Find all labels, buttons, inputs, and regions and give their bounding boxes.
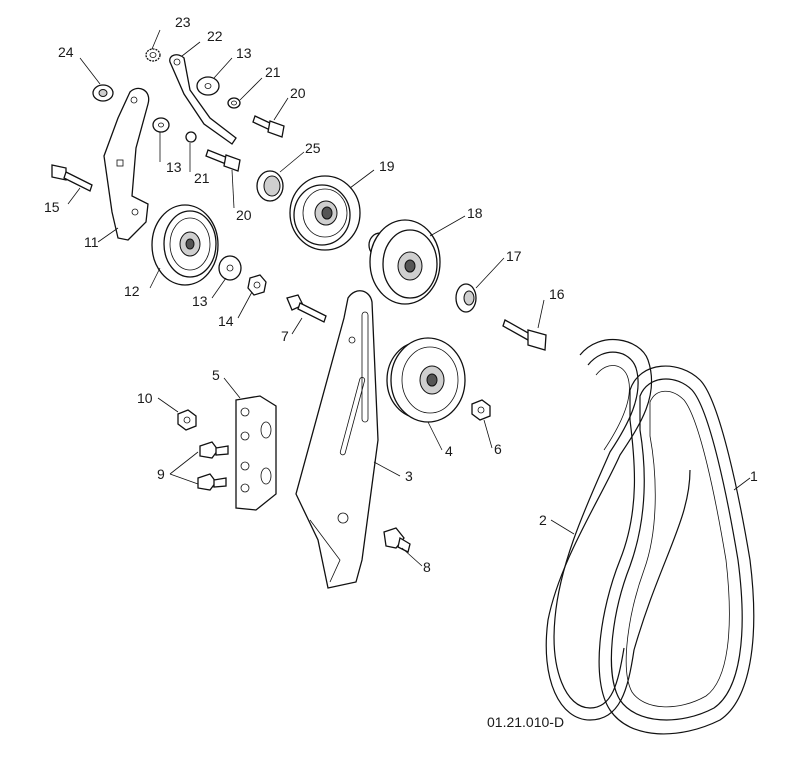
callout-20: 20 <box>290 85 306 101</box>
callout-21: 21 <box>265 64 281 80</box>
part-18-pulley <box>368 219 441 305</box>
callout-13: 13 <box>236 45 252 61</box>
part-16-bolt <box>502 319 547 351</box>
callout-labels: 24 23 22 13 21 20 13 21 20 25 19 15 11 1… <box>44 14 758 730</box>
callout-25: 25 <box>305 140 321 156</box>
part-17-spacer <box>455 283 477 313</box>
callout-22: 22 <box>207 28 223 44</box>
part-22-rod <box>169 54 237 145</box>
callout-10: 10 <box>137 390 153 406</box>
part-15-bolt <box>51 164 93 192</box>
callout-7: 7 <box>281 328 289 344</box>
part-7-bolt <box>286 294 327 323</box>
part-13-washer-left <box>152 117 170 133</box>
callout-15: 15 <box>44 199 60 215</box>
callout-9: 9 <box>157 466 165 482</box>
callout-3: 3 <box>405 468 413 484</box>
part-21-lock-washer-top <box>227 97 241 109</box>
callout-6: 6 <box>494 441 502 457</box>
part-23-lock-washer <box>145 48 161 62</box>
part-11-bracket <box>103 87 150 241</box>
callout-13b: 13 <box>166 159 182 175</box>
leader-lines <box>67 29 751 567</box>
callout-1: 1 <box>750 468 758 484</box>
callout-17: 17 <box>506 248 522 264</box>
callout-13c: 13 <box>192 293 208 309</box>
part-20-bolt-left <box>205 149 241 172</box>
part-13-washer-top <box>196 76 220 96</box>
callout-2: 2 <box>539 512 547 528</box>
callout-16: 16 <box>549 286 565 302</box>
part-19-pulley <box>289 175 361 251</box>
callout-11: 11 <box>84 234 99 250</box>
part-14-nut <box>247 274 267 296</box>
callout-23: 23 <box>175 14 191 30</box>
callout-8: 8 <box>423 559 431 575</box>
part-20-bolt-top <box>252 115 285 138</box>
callout-4: 4 <box>445 443 453 459</box>
callout-21b: 21 <box>194 170 210 186</box>
part-1-belt <box>598 365 755 735</box>
part-12-idler-pulley <box>151 204 219 286</box>
part-4-idler-pulley <box>386 337 466 423</box>
drawing-number: 01.21.010-D <box>487 714 564 730</box>
callout-19: 19 <box>379 158 395 174</box>
part-3-arm <box>295 290 379 589</box>
part-5-plate <box>235 395 277 511</box>
part-8-bolt <box>383 527 411 553</box>
callout-5: 5 <box>212 367 220 383</box>
callout-24: 24 <box>58 44 74 60</box>
callout-14: 14 <box>218 313 234 329</box>
callout-12: 12 <box>124 283 140 299</box>
part-25-bushing <box>256 170 284 202</box>
part-24-washer <box>92 84 114 102</box>
callout-20b: 20 <box>236 207 252 223</box>
part-2-belt <box>545 339 691 721</box>
callout-18: 18 <box>467 205 483 221</box>
part-9-bolts <box>197 441 229 491</box>
part-6-nut <box>471 399 491 421</box>
part-13-washer-bottom <box>218 255 242 281</box>
part-10-nut <box>177 409 197 431</box>
part-21-lock-washer-left <box>185 131 197 143</box>
